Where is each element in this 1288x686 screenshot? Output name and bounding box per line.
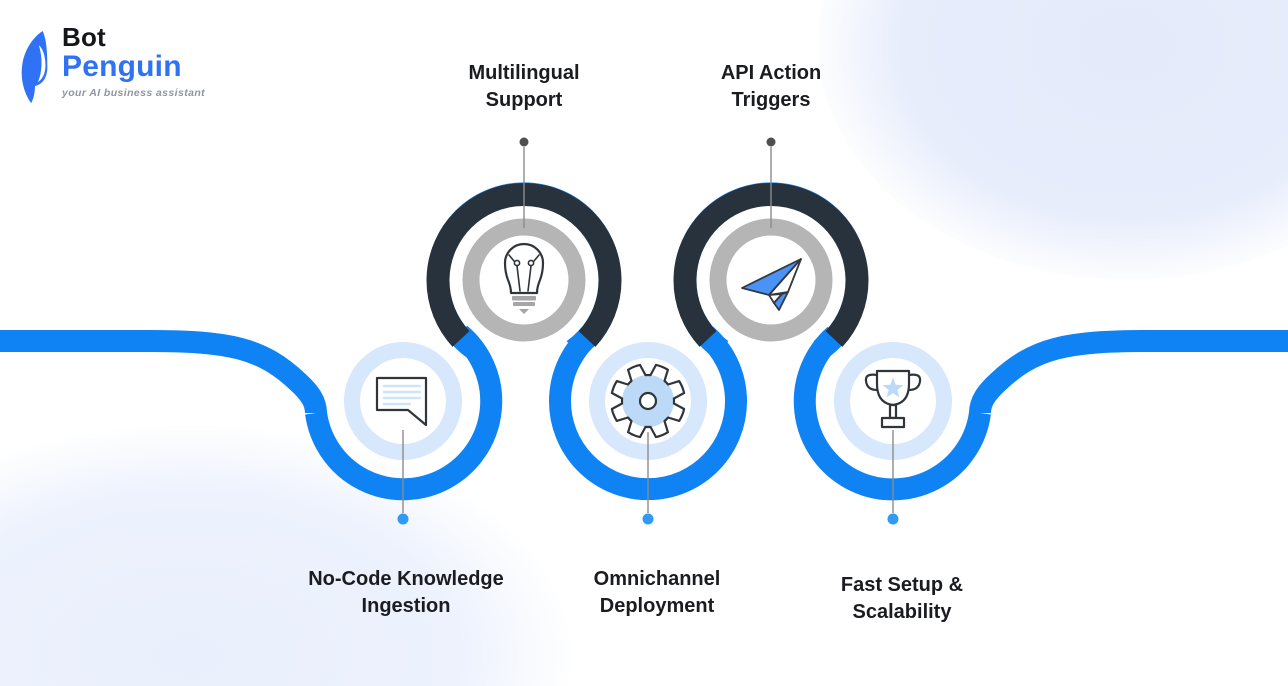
brand-name-top: Bot <box>62 22 106 52</box>
gear-icon-path <box>610 363 686 439</box>
label-omnichannel-deployment: Omnichannel Deployment <box>593 568 721 617</box>
botpenguin-logo: Bot Penguin your AI business assistant <box>16 24 205 106</box>
bottom-dot-omnichannel <box>642 513 654 525</box>
trophy-icon <box>864 369 922 429</box>
lightbulb-icon <box>503 242 545 314</box>
gear-icon <box>610 363 686 439</box>
paper-plane-icon <box>741 258 802 311</box>
label-no-code-knowledge-ingestion: No-Code Knowledge Ingestion <box>308 568 504 617</box>
label-multilingual-support: Multilingual Support <box>468 62 580 111</box>
brand-name-bottom: Penguin <box>62 50 182 83</box>
bottom-dot-fastsetup <box>887 513 899 525</box>
brand-tagline: your AI business assistant <box>62 87 206 99</box>
label-fast-setup-scalability: Fast Setup & Scalability <box>840 574 964 623</box>
top-dot-api <box>766 137 776 147</box>
connectors <box>397 137 899 525</box>
chat-message-icon <box>375 376 428 427</box>
label-api-action-triggers: API Action Triggers <box>720 62 822 111</box>
penguin-icon <box>21 30 48 104</box>
top-dot-multilingual <box>519 137 529 147</box>
bottom-dot-nocode <box>397 513 409 525</box>
